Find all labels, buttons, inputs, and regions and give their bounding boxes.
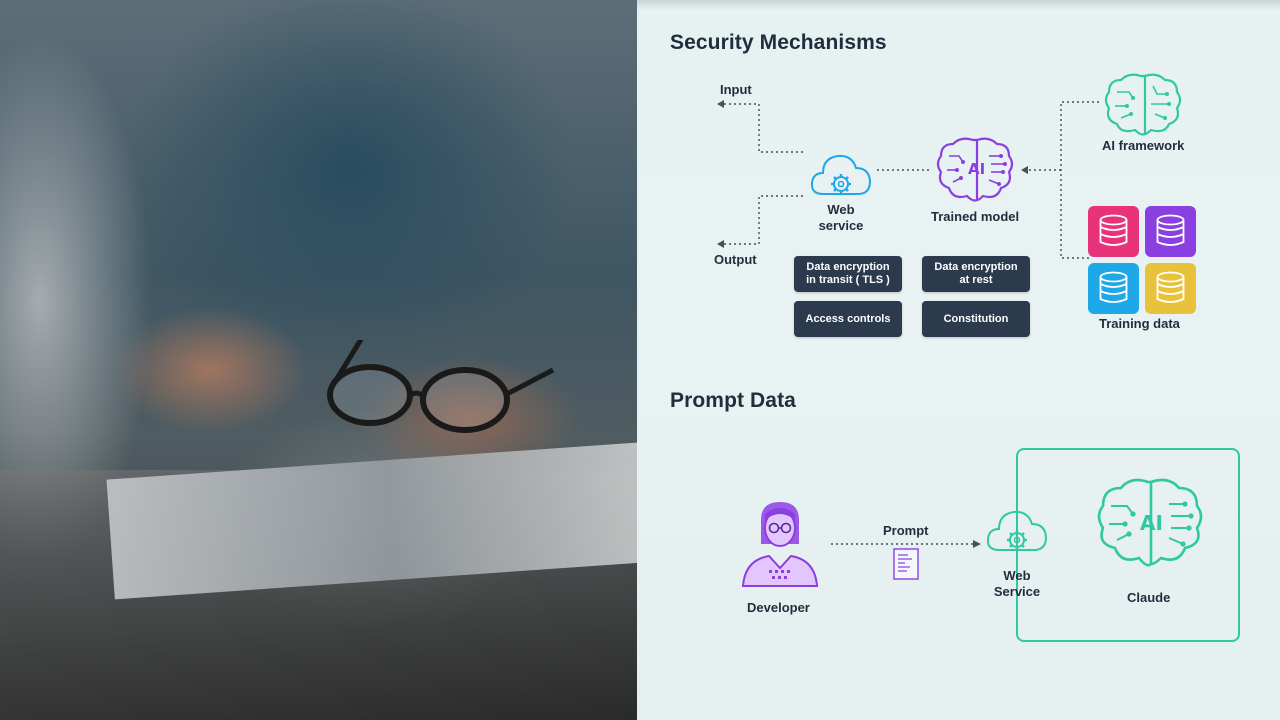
mechanism-encryption-rest: Data encryption at rest — [922, 256, 1030, 292]
slide-top-bar — [637, 0, 1280, 10]
prompt-arrow — [831, 540, 981, 548]
claude-boundary — [1016, 448, 1240, 642]
security-connectors — [717, 100, 1099, 259]
mechanism-access-controls: Access controls — [794, 301, 902, 337]
training-data-label: Training data — [1099, 316, 1180, 331]
ai-framework-brain-icon — [1104, 73, 1182, 136]
web-service-label: Web service — [818, 202, 864, 233]
prompt-data-title: Prompt Data — [670, 389, 796, 412]
slide-panel: Security Mechanisms Prompt Data Input Ou… — [637, 0, 1280, 720]
developer-avatar-icon — [741, 502, 819, 587]
security-mechanisms-title: Security Mechanisms — [670, 31, 887, 54]
document-icon — [893, 548, 919, 580]
developer-label: Developer — [747, 600, 810, 615]
background-photo — [0, 0, 637, 720]
ai-framework-label: AI framework — [1102, 138, 1185, 153]
database-icon — [1145, 263, 1196, 314]
cloud-gear-icon — [810, 154, 872, 195]
claude-label: Claude — [1127, 590, 1171, 605]
trained-model-label: Trained model — [931, 209, 1020, 224]
prompt-label: Prompt — [883, 523, 929, 538]
mechanism-constitution: Constitution — [922, 301, 1030, 337]
cloud-gear-icon — [986, 510, 1048, 551]
claude-brain-icon: AI — [1097, 478, 1203, 567]
ai-badge-text: AI — [1140, 511, 1163, 535]
training-data-grid — [1088, 206, 1196, 314]
mechanism-encryption-transit: Data encryption in transit ( TLS ) — [794, 256, 902, 292]
trained-model-brain-icon: AI — [936, 137, 1014, 202]
ai-badge-text: AI — [968, 160, 985, 178]
database-icon — [1088, 206, 1139, 257]
database-icon — [1145, 206, 1196, 257]
input-label: Input — [720, 82, 752, 97]
web-service-label: Web Service — [993, 568, 1041, 599]
database-icon — [1088, 263, 1139, 314]
eyeglasses-icon — [327, 340, 555, 433]
output-label: Output — [714, 252, 757, 267]
